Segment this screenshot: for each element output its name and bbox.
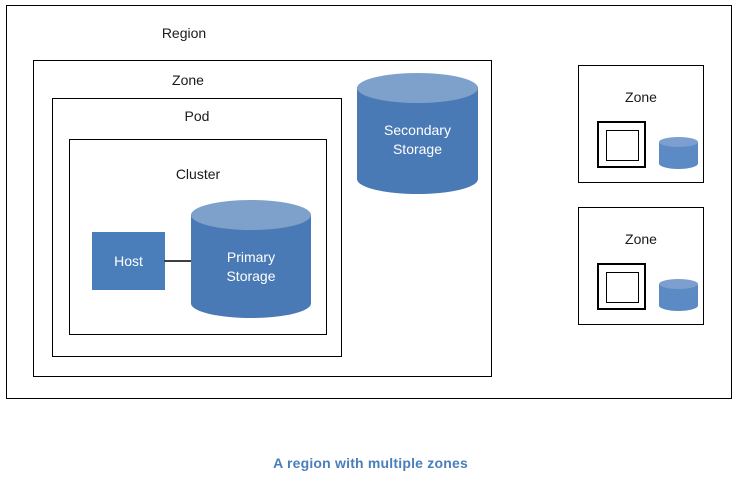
region-label: Region [161,25,207,41]
primary-storage-cylinder-icon: Primary Storage [191,200,311,318]
secondary-storage-label-line2: Storage [392,141,443,157]
cylinder-top-ellipse [357,73,478,103]
diagram-caption: A region with multiple zones [273,455,468,471]
secondary-storage-cylinder-icon: Secondary Storage [357,73,478,194]
zone-side-2-host-inner-shape [606,272,639,303]
cylinder-top-ellipse [659,137,698,147]
zone-side-1-host-shape [597,121,646,168]
secondary-storage-label: Secondary Storage [357,121,478,159]
cylinder-body [357,87,478,194]
cluster-label: Cluster [175,166,221,182]
cylinder-top-ellipse [191,200,311,230]
primary-storage-label-line1: Primary [226,249,276,265]
secondary-storage-label-line1: Secondary [384,122,451,138]
host-node-shape: Host [92,232,165,290]
zone-side-2-label: Zone [625,231,657,247]
zone-side-2-host-shape [597,263,646,310]
cluster-box [69,139,327,335]
host-label: Host [114,253,143,269]
host-to-primary-storage-connector [164,260,194,262]
pod-label: Pod [184,108,210,124]
pod-box [52,98,342,357]
zone-main-label: Zone [172,72,204,88]
zone-main-box [33,60,492,377]
primary-storage-label: Primary Storage [191,248,311,286]
cylinder-body [191,214,311,318]
zone-side-2-storage-cylinder-icon [659,279,698,311]
primary-storage-label-line2: Storage [226,268,276,284]
zone-side-1-host-inner-shape [606,130,639,161]
zone-side-1-box [578,65,704,183]
zone-side-1-storage-cylinder-icon [659,137,698,169]
cylinder-top-ellipse [659,279,698,289]
zone-side-1-label: Zone [625,89,657,105]
region-box [6,5,732,399]
zone-side-2-box [578,207,704,325]
